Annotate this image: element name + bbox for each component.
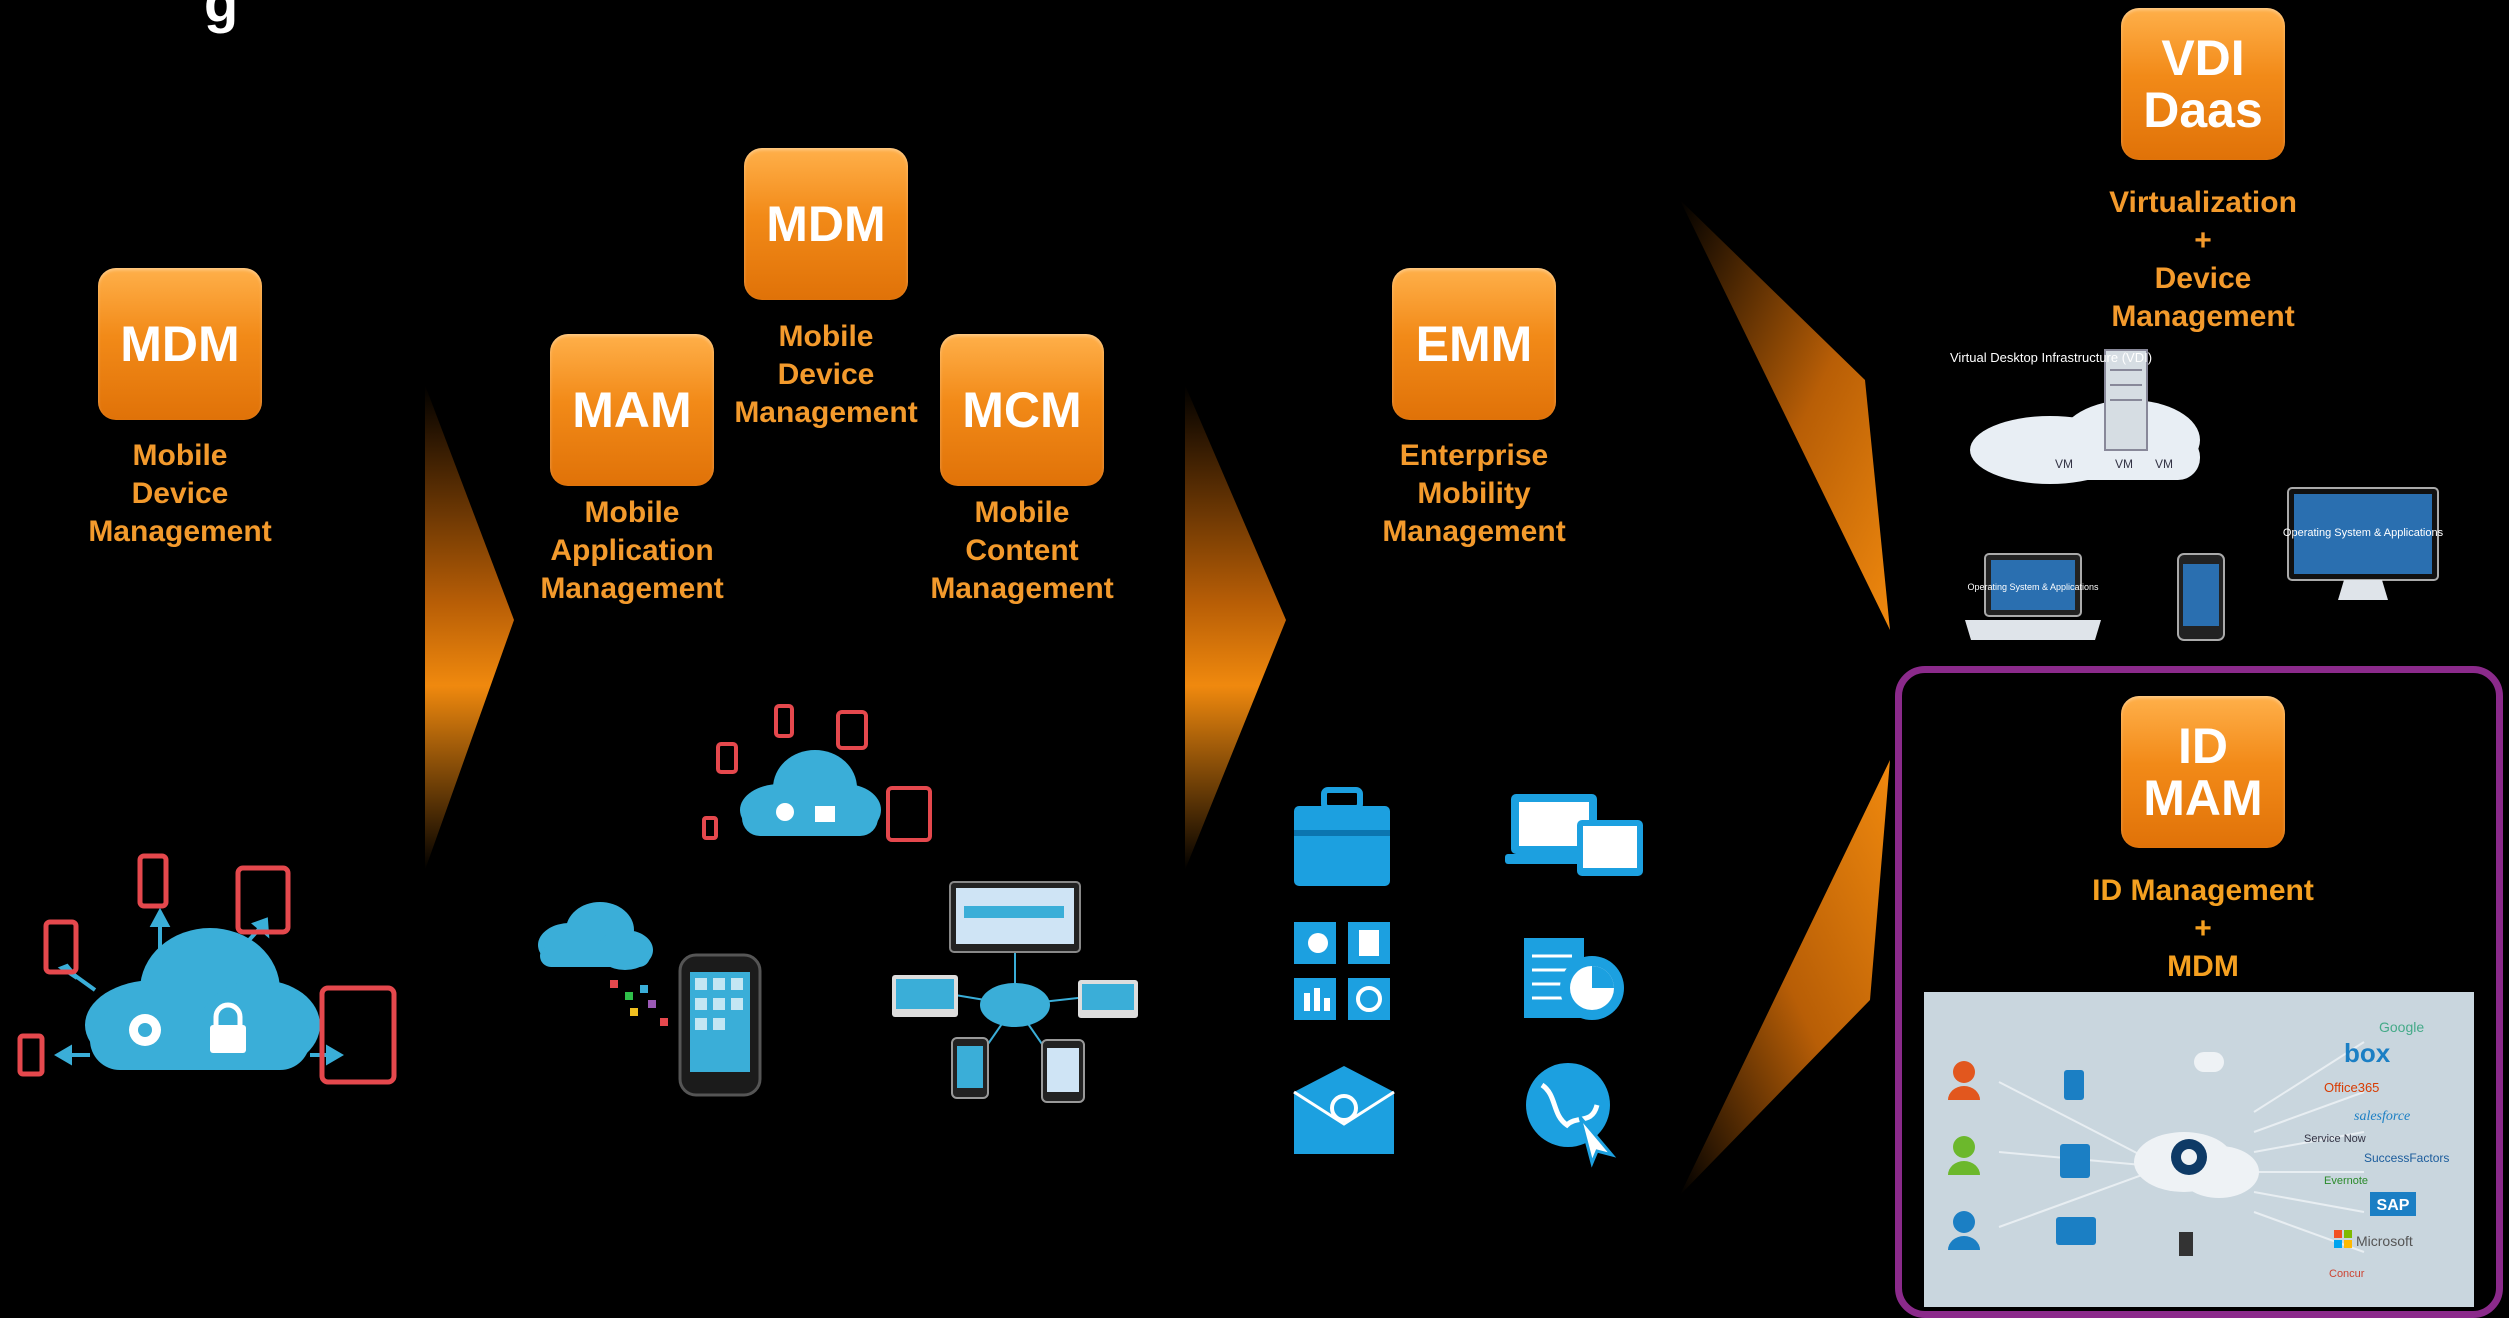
briefcase-icon bbox=[1294, 787, 1390, 886]
mdm-caption-stage2: Mobile Device Management bbox=[734, 320, 918, 429]
device-network bbox=[892, 881, 1138, 1103]
vm-label-3: VM bbox=[2155, 457, 2173, 471]
vdi-monitor: Operating System & Applications bbox=[2283, 487, 2444, 600]
mcm-badge: MCM bbox=[940, 334, 1104, 486]
vdi-server-label: Virtual Desktop Infrastructure (VDI) bbox=[1950, 350, 2152, 365]
vdi-cloud-server: Virtual Desktop Infrastructure (VDI) VM … bbox=[1950, 349, 2200, 484]
devices-icon bbox=[1505, 794, 1643, 876]
brand-concur: Concur bbox=[2329, 1268, 2365, 1280]
emm-badge: EMM bbox=[1392, 268, 1556, 420]
vm-label-2: VM bbox=[2115, 457, 2133, 471]
id-mam-badge: ID MAM bbox=[2121, 696, 2285, 848]
vm-label-1: VM bbox=[2055, 457, 2073, 471]
cloud-devices-hub-small bbox=[702, 704, 932, 842]
cloud-devices-hub bbox=[17, 853, 397, 1085]
vdi-caption: Virtualization + Device Management bbox=[2109, 186, 2297, 333]
mam-caption: Mobile Application Management bbox=[540, 496, 724, 605]
brand-successfactors: SuccessFactors bbox=[2364, 1151, 2449, 1165]
mdm-badge-stage2: MDM bbox=[744, 148, 908, 300]
mcm-caption: Mobile Content Management bbox=[930, 496, 1114, 605]
brand-google: Google bbox=[2379, 1019, 2424, 1035]
brand-office365: Office365 bbox=[2324, 1080, 2379, 1095]
mdm-caption: Mobile Device Management bbox=[88, 439, 272, 548]
title-fragment: g bbox=[204, 0, 239, 34]
vdi-phone bbox=[2177, 553, 2225, 641]
email-icon bbox=[1293, 1066, 1395, 1154]
brand-sap: SAP bbox=[2377, 1197, 2410, 1214]
brand-box: box bbox=[2344, 1038, 2391, 1068]
document-chart-icon bbox=[1524, 938, 1624, 1020]
mam-badge: MAM bbox=[550, 334, 714, 486]
emm-caption: Enterprise Mobility Management bbox=[1382, 439, 1566, 548]
globe-cursor-icon bbox=[1526, 1063, 1617, 1168]
vdi-badge: VDI Daas bbox=[2121, 8, 2285, 160]
brand-microsoft: Microsoft bbox=[2356, 1233, 2413, 1249]
vdi-laptop: Operating System & Applications bbox=[1965, 553, 2101, 640]
brand-servicenow: Service Now bbox=[2304, 1133, 2366, 1145]
id-management-illustration: Google box Office365 salesforce Service … bbox=[1924, 992, 2474, 1307]
brand-salesforce: salesforce bbox=[2354, 1109, 2410, 1124]
mdm-badge: MDM bbox=[98, 268, 262, 420]
apps-tiles-icon bbox=[1294, 922, 1390, 1020]
laptop-screen-text: Operating System & Applications bbox=[1967, 582, 2099, 592]
monitor-screen-text: Operating System & Applications bbox=[2283, 527, 2444, 539]
cloud-to-phone bbox=[538, 902, 762, 1097]
brand-evernote: Evernote bbox=[2324, 1175, 2368, 1187]
id-mam-highlight-frame bbox=[1895, 666, 2503, 1318]
id-mam-caption: ID Management + MDM bbox=[2092, 874, 2314, 983]
